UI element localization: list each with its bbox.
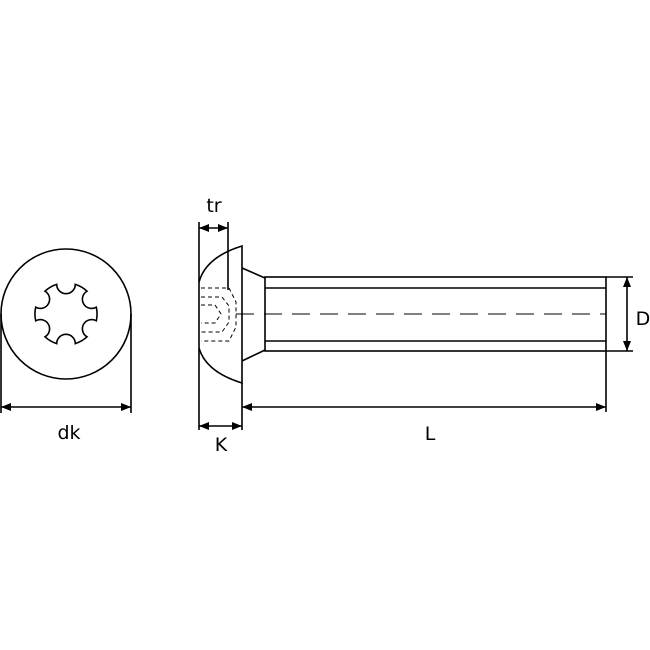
- neck: [241, 267, 266, 362]
- dk-label: dk: [57, 422, 80, 444]
- k-label: K: [215, 434, 228, 456]
- l-label: L: [425, 423, 436, 445]
- d-label: D: [636, 308, 650, 330]
- hidden-socket-lines: [201, 287, 237, 342]
- head-outline-top-view: [0, 248, 132, 380]
- torx-socket: [34, 283, 98, 345]
- tr-label: tr: [206, 195, 221, 217]
